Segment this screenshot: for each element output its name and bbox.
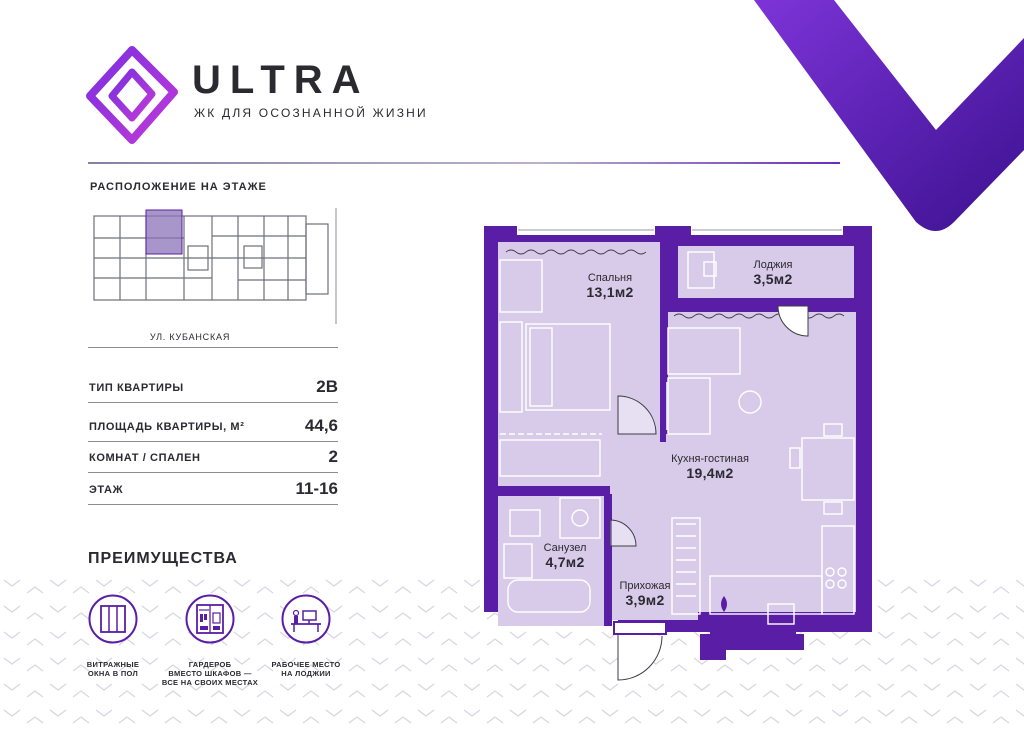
spec-value: 44,6 xyxy=(304,416,338,435)
spec-label: ТИП КВАРТИРЫ xyxy=(89,382,184,394)
map-divider xyxy=(88,347,338,348)
advantage-caption-workplace: РАБОЧЕЕ МЕСТО НА ЛОДЖИИ xyxy=(251,660,361,678)
room-name: Санузел xyxy=(543,542,587,554)
apartment-floor-plan xyxy=(484,225,872,681)
brand-name: ULTRA xyxy=(192,58,370,102)
room-area: 13,1м2 xyxy=(586,284,634,300)
caption-line: ВСЕ НА СВОИХ МЕСТАХ xyxy=(161,678,259,687)
room-area: 3,5м2 xyxy=(753,271,793,287)
header-divider xyxy=(88,162,840,164)
caption-line: ВМЕСТО ШКАФОВ — xyxy=(168,669,252,678)
spec-row-floor: ЭТАЖ 11-16 xyxy=(88,472,338,505)
caption-line: ОКНА В ПОЛ xyxy=(87,669,139,678)
loggia-floor xyxy=(678,246,854,298)
floor-location-heading: РАСПОЛОЖЕНИЕ НА ЭТАЖЕ xyxy=(90,181,267,193)
room-label-bedroom: Спальня 13,1м2 xyxy=(560,272,660,300)
corner-chevron-graphic xyxy=(754,0,1024,231)
spec-value: 2 xyxy=(328,447,338,466)
caption-line: НА ЛОДЖИИ xyxy=(281,669,331,678)
bathroom-floor xyxy=(498,496,604,626)
room-label-kitchen: Кухня-гостиная 19,4м2 xyxy=(650,453,770,481)
room-name: Кухня-гостиная xyxy=(671,453,749,465)
spec-label: ЭТАЖ xyxy=(89,484,124,496)
spec-row-area: ПЛОЩАДЬ КВАРТИРЫ, М² 44,6 xyxy=(88,409,338,442)
room-label-hallway: Прихожая 3,9м2 xyxy=(607,580,683,608)
caption-line: РАБОЧЕЕ МЕСТО xyxy=(271,660,341,669)
hallway-floor xyxy=(610,442,698,620)
floor-location-map xyxy=(93,208,337,324)
room-name: Спальня xyxy=(587,272,633,284)
wardrobe-icon xyxy=(185,594,235,644)
advantage-caption-windows: ВИТРАЖНЫЕ ОКНА В ПОЛ xyxy=(58,660,168,678)
spec-value: 2В xyxy=(316,377,338,396)
room-area: 4,7м2 xyxy=(545,554,585,570)
caption-line: ВИТРАЖНЫЕ xyxy=(86,660,140,669)
spec-row-apartment-type: ТИП КВАРТИРЫ 2В xyxy=(88,370,338,403)
brand-tagline: ЖК ДЛЯ ОСОЗНАННОЙ ЖИЗНИ xyxy=(194,106,428,120)
spec-label: КОМНАТ / СПАЛЕН xyxy=(89,452,201,464)
room-area: 3,9м2 xyxy=(625,592,665,608)
spec-value: 11-16 xyxy=(295,479,338,498)
room-label-loggia: Лоджия 3,5м2 xyxy=(728,259,818,287)
room-name: Лоджия xyxy=(753,259,793,271)
room-label-bathroom: Санузел 4,7м2 xyxy=(530,542,600,570)
stained-glass-window-icon xyxy=(88,594,138,644)
room-name: Прихожая xyxy=(619,580,671,592)
advantage-caption-wardrobe: ГАРДЕРОБ ВМЕСТО ШКАФОВ — ВСЕ НА СВОИХ МЕ… xyxy=(155,660,265,687)
street-label: УЛ. КУБАНСКАЯ xyxy=(149,332,231,342)
workplace-icon xyxy=(281,594,331,644)
spec-label: ПЛОЩАДЬ КВАРТИРЫ, М² xyxy=(89,421,245,433)
room-area: 19,4м2 xyxy=(686,465,734,481)
advantages-heading: ПРЕИМУЩЕСТВА xyxy=(88,550,238,567)
spec-row-rooms: КОМНАТ / СПАЛЕН 2 xyxy=(88,440,338,473)
caption-line: ГАРДЕРОБ xyxy=(188,660,232,669)
ultra-logo-mark-icon xyxy=(86,46,178,144)
